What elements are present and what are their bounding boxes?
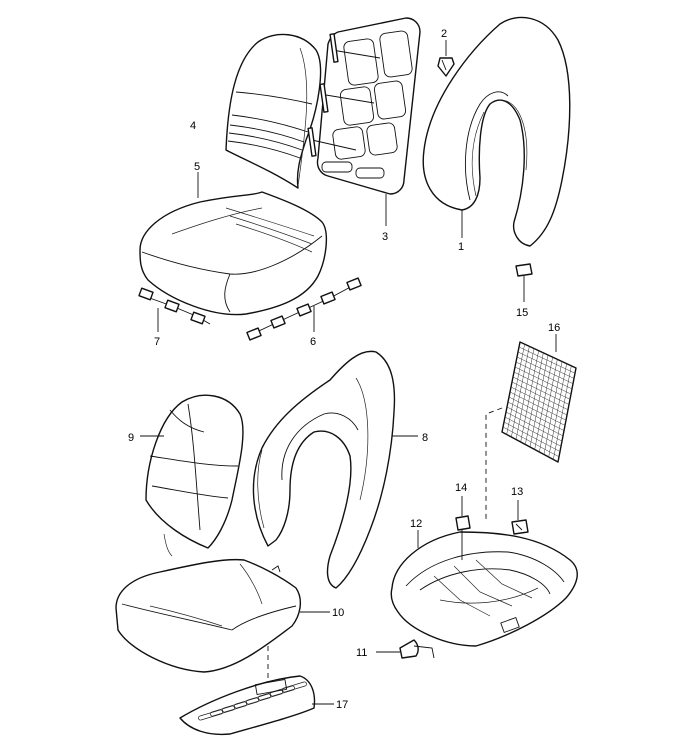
part-1-backrest-cover — [422, 16, 571, 247]
part-8-backrest-cover — [252, 350, 418, 589]
part-2-clip — [437, 40, 455, 77]
part-14-bracket — [455, 496, 471, 531]
callout-7: 7 — [154, 336, 160, 348]
callout-2: 2 — [441, 28, 447, 40]
part-5-seat-cushion — [139, 172, 328, 316]
callout-5: 5 — [194, 161, 200, 173]
callout-9: 9 — [128, 432, 134, 444]
callout-6: 6 — [310, 336, 316, 348]
part-3-backrest-frame — [307, 17, 421, 226]
callout-1: 1 — [458, 241, 464, 253]
callout-16: 16 — [548, 322, 560, 334]
part-15-tab — [515, 263, 533, 302]
part-9-backrest-pad — [140, 394, 244, 557]
part-12-seat-frame — [390, 500, 578, 647]
part-11-bracket — [376, 639, 435, 659]
part-7-clip-strip — [138, 287, 211, 332]
callout-8: 8 — [422, 432, 428, 444]
callout-17: 17 — [336, 699, 348, 711]
callout-3: 3 — [382, 231, 388, 243]
part-6-clip-strip — [246, 277, 362, 341]
callout-10: 10 — [332, 607, 344, 619]
callout-12: 12 — [410, 518, 422, 530]
part-16-grid-mat — [485, 334, 577, 520]
part-17-heating-mat — [179, 675, 334, 736]
callout-11: 11 — [356, 647, 367, 659]
callout-15: 15 — [516, 307, 528, 319]
part-4-backrest-pad — [225, 33, 322, 189]
callout-4: 4 — [190, 120, 196, 132]
part-13-bracket — [511, 519, 529, 535]
callout-14: 14 — [455, 482, 467, 494]
callout-13: 13 — [511, 486, 523, 498]
part-10-seat-cushion — [115, 558, 330, 690]
